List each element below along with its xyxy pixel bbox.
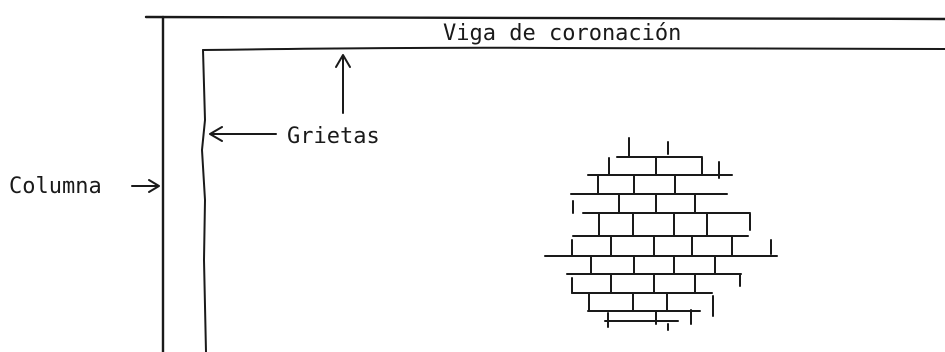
left-crack-arrow [209,126,277,142]
panel-left-crack-line [201,49,207,352]
column-label: Columna [9,174,102,199]
crown-beam-top-line [144,15,945,21]
beam-label: Viga de coronación [443,21,681,46]
panel-top-crack-line [202,46,945,51]
brick-pattern [544,137,778,331]
cracks-label: Grietas [287,124,380,149]
infill-panel [201,46,945,352]
frame [144,15,945,352]
top-crack-arrow [335,54,351,114]
column-arrow [131,179,160,193]
